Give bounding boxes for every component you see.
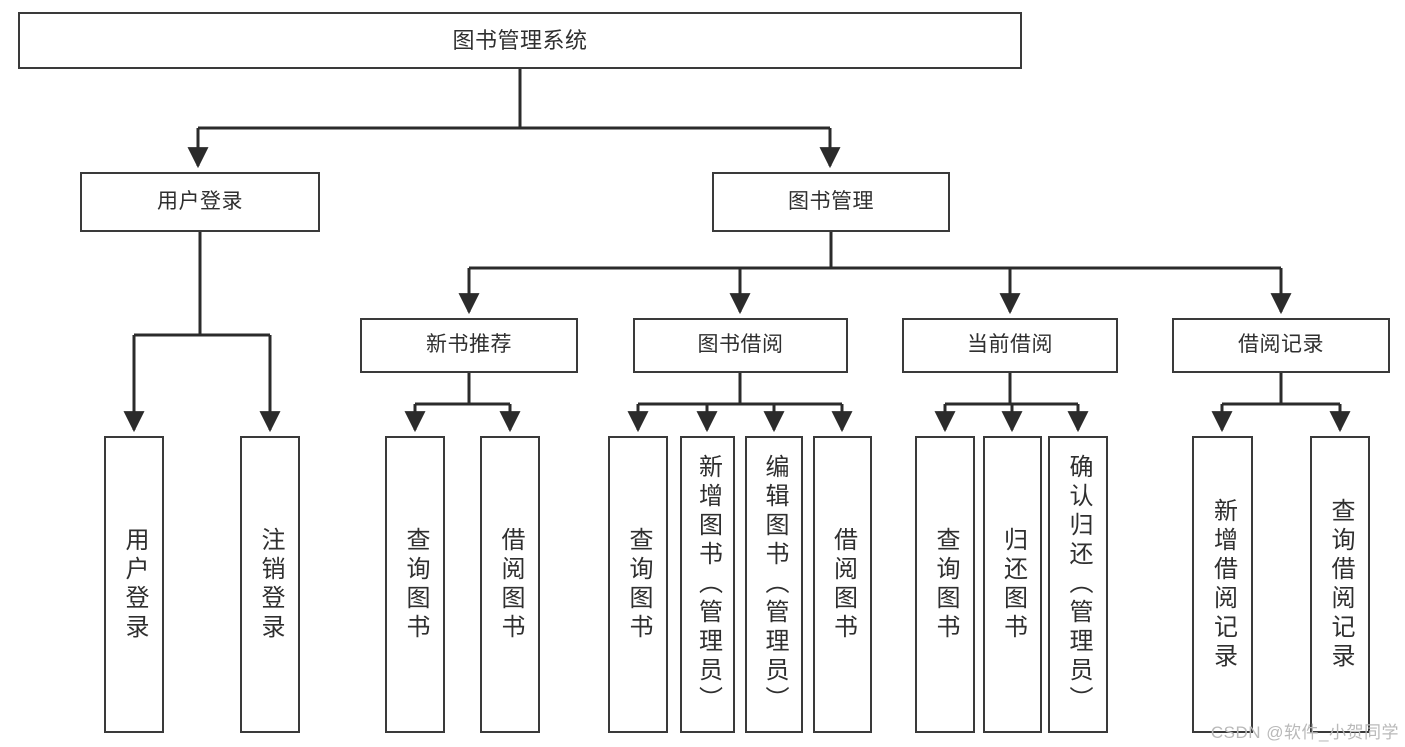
node-leaf-logout[interactable]: 注销登录	[240, 436, 300, 733]
node-book-borrow-label: 图书借阅	[697, 333, 784, 357]
node-leaf-edit-book-label: 编辑图书（管理员）	[761, 454, 788, 715]
node-leaf-user-login[interactable]: 用户登录	[104, 436, 164, 733]
node-leaf-confirm-return-label: 确认归还（管理员）	[1065, 454, 1092, 715]
node-leaf-query-book-3[interactable]: 查询图书	[915, 436, 975, 733]
node-user-login[interactable]: 用户登录	[80, 172, 320, 232]
node-leaf-query-record[interactable]: 查询借阅记录	[1310, 436, 1370, 733]
node-new-book-rec-label: 新书推荐	[426, 333, 512, 357]
node-leaf-confirm-return[interactable]: 确认归还（管理员）	[1048, 436, 1108, 733]
node-leaf-add-book[interactable]: 新增图书（管理员）	[680, 436, 735, 733]
node-borrow-record[interactable]: 借阅记录	[1172, 318, 1390, 373]
node-leaf-query-book-3-label: 查询图书	[932, 526, 959, 643]
node-leaf-borrow-book-1-label: 借阅图书	[497, 526, 524, 643]
node-leaf-query-record-label: 查询借阅记录	[1327, 497, 1354, 672]
node-leaf-query-book-2-label: 查询图书	[625, 526, 652, 643]
node-borrow-record-label: 借阅记录	[1238, 333, 1324, 357]
node-leaf-edit-book[interactable]: 编辑图书（管理员）	[745, 436, 803, 733]
node-root[interactable]: 图书管理系统	[18, 12, 1022, 69]
node-leaf-add-record[interactable]: 新增借阅记录	[1192, 436, 1253, 733]
node-user-login-label: 用户登录	[157, 189, 243, 213]
node-leaf-return-book-label: 归还图书	[999, 526, 1027, 643]
node-leaf-borrow-book-2[interactable]: 借阅图书	[813, 436, 872, 733]
watermark: CSDN @软件_小贺同学	[1210, 723, 1399, 742]
node-book-borrow[interactable]: 图书借阅	[633, 318, 848, 373]
node-leaf-query-book-2[interactable]: 查询图书	[608, 436, 668, 733]
node-leaf-return-book[interactable]: 归还图书	[983, 436, 1042, 733]
node-book-manage-label: 图书管理	[788, 189, 874, 213]
node-leaf-add-record-label: 新增借阅记录	[1209, 497, 1237, 672]
node-leaf-borrow-book-2-label: 借阅图书	[829, 526, 857, 643]
node-leaf-user-login-label: 用户登录	[121, 526, 148, 643]
node-leaf-borrow-book-1[interactable]: 借阅图书	[480, 436, 540, 733]
node-book-manage[interactable]: 图书管理	[712, 172, 950, 232]
node-leaf-add-book-label: 新增图书（管理员）	[694, 454, 722, 715]
node-root-label: 图书管理系统	[452, 27, 588, 53]
node-leaf-query-book-1-label: 查询图书	[402, 526, 429, 643]
node-current-borrow-label: 当前借阅	[967, 333, 1053, 357]
node-current-borrow[interactable]: 当前借阅	[902, 318, 1118, 373]
node-new-book-rec[interactable]: 新书推荐	[360, 318, 578, 373]
node-leaf-logout-label: 注销登录	[257, 526, 284, 643]
node-leaf-query-book-1[interactable]: 查询图书	[385, 436, 445, 733]
